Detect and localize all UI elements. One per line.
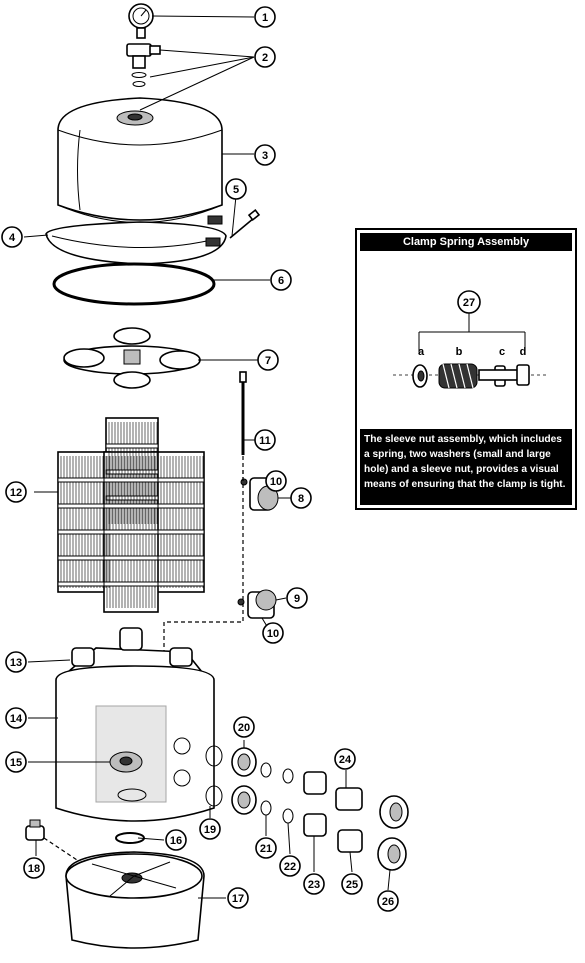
callout-5: 5: [225, 178, 247, 200]
callout-3: 3: [254, 144, 276, 166]
drain-plug-part: [25, 819, 45, 841]
pressure-gauge-part: [128, 3, 154, 39]
callout-25: 25: [341, 873, 363, 895]
tank-body-part: [55, 665, 215, 822]
label-a: a: [418, 346, 425, 358]
label-b: b: [456, 346, 463, 358]
svg-text:9: 9: [294, 593, 300, 605]
clamp-bolt-part: [229, 209, 261, 239]
svg-text:12: 12: [10, 487, 22, 499]
svg-text:1: 1: [262, 12, 268, 24]
callout-1: 1: [254, 6, 276, 28]
callout-18: 18: [23, 857, 45, 879]
callout-10-bottom: 10: [262, 622, 284, 644]
callout-26: 26: [377, 890, 399, 912]
svg-text:4: 4: [9, 232, 16, 244]
callout-10-top: 10: [265, 470, 287, 492]
label-d: d: [520, 346, 527, 358]
callout-17: 17: [227, 887, 249, 909]
svg-text:23: 23: [308, 879, 320, 891]
svg-text:17: 17: [232, 893, 244, 905]
svg-text:25: 25: [346, 879, 358, 891]
callout-16: 16: [165, 829, 187, 851]
svg-text:21: 21: [260, 843, 272, 855]
callout-12: 12: [5, 481, 27, 503]
callout-15: 15: [5, 751, 27, 773]
svg-text:15: 15: [10, 757, 22, 769]
svg-text:16: 16: [170, 835, 182, 847]
svg-text:7: 7: [265, 355, 271, 367]
filter-lid-part: [57, 97, 223, 223]
svg-text:8: 8: [298, 493, 304, 505]
filter-cartridges-part: [57, 417, 205, 613]
svg-text:3: 3: [262, 150, 268, 162]
callout-6: 6: [270, 269, 292, 291]
svg-text:10: 10: [267, 628, 279, 640]
callout-24: 24: [334, 748, 356, 770]
sleeve-nut-d: [478, 364, 530, 386]
tank-o-ring-part: [52, 262, 216, 306]
washer-a: [412, 364, 428, 388]
callout-9: 9: [286, 587, 308, 609]
center-rod-part: [239, 371, 247, 455]
svg-text:2: 2: [262, 52, 268, 64]
inset-caption: The sleeve nut assembly, which includes …: [360, 429, 572, 505]
svg-text:13: 13: [10, 657, 22, 669]
spring-b: [438, 363, 478, 389]
callout-14: 14: [5, 707, 27, 729]
union-fittings-part: [205, 745, 409, 871]
label-c: c: [499, 346, 505, 358]
tank-base-part: [65, 851, 205, 949]
elbow-fittings-part: [237, 477, 279, 619]
svg-text:20: 20: [238, 722, 250, 734]
clamp-band-part: [45, 215, 227, 265]
svg-text:22: 22: [284, 861, 296, 873]
clamp-spring-assembly-drawing: 27 a b c d: [393, 290, 549, 389]
svg-text:18: 18: [28, 863, 40, 875]
svg-text:14: 14: [10, 713, 23, 725]
inset-title: Clamp Spring Assembly: [360, 233, 572, 251]
callout-4: 4: [1, 226, 23, 248]
callout-21: 21: [255, 837, 277, 859]
clamp-spring-assembly-inset: Clamp Spring Assembly 27 a b c d: [355, 228, 577, 510]
air-relief-tee-part: [126, 43, 161, 87]
svg-text:11: 11: [259, 435, 271, 447]
callout-20: 20: [233, 716, 255, 738]
callout-2: 2: [254, 46, 276, 68]
svg-text:19: 19: [204, 824, 216, 836]
callout-13: 13: [5, 651, 27, 673]
callout-19: 19: [199, 818, 221, 840]
svg-text:6: 6: [278, 275, 284, 287]
callout-8: 8: [290, 487, 312, 509]
callout-7: 7: [257, 349, 279, 371]
callout-23: 23: [303, 873, 325, 895]
svg-text:24: 24: [339, 754, 352, 766]
cartridge-manifold-part: [63, 327, 201, 389]
svg-text:5: 5: [233, 184, 239, 196]
svg-text:27: 27: [463, 297, 475, 309]
svg-text:26: 26: [382, 896, 394, 908]
callout-27: 27: [457, 290, 481, 314]
leader-lines: [23, 15, 391, 899]
svg-text:10: 10: [270, 476, 282, 488]
callout-11: 11: [254, 429, 276, 451]
callout-22: 22: [279, 855, 301, 877]
